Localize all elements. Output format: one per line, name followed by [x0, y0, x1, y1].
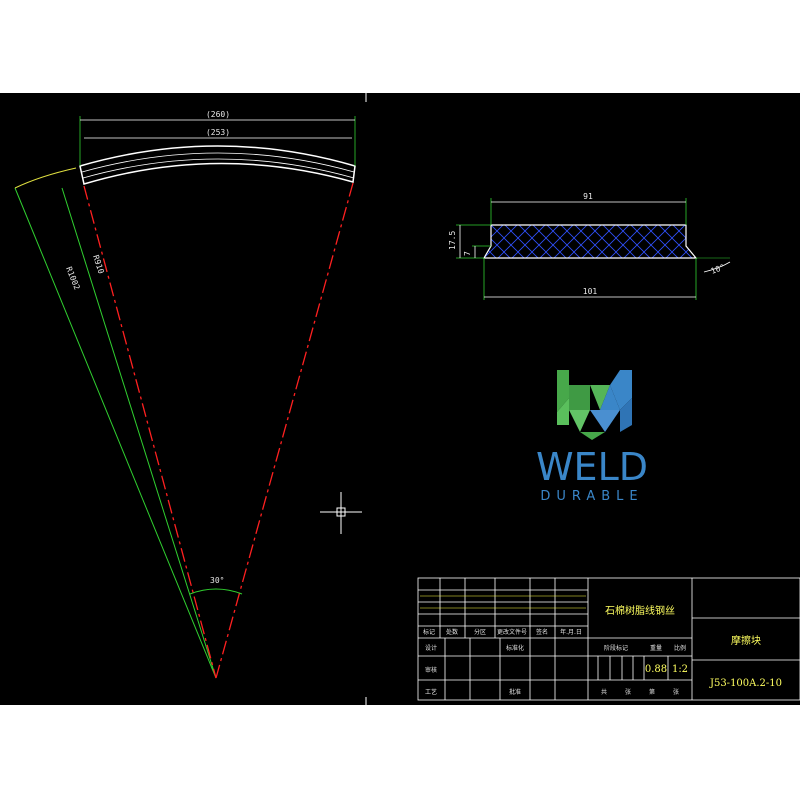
- dim-inner-label: (253): [206, 128, 230, 137]
- drawing-number-label: J53-100A.2-10: [709, 678, 782, 689]
- row-label-1: 标准化: [506, 644, 524, 652]
- row-label-2: 审核: [425, 666, 437, 674]
- row-label-4: 批准: [509, 688, 521, 696]
- sheet-background: [0, 93, 800, 705]
- mass-header: 重量: [650, 644, 662, 652]
- header-label-5: 年.月.日: [560, 628, 582, 636]
- angle-label: 30°: [210, 576, 224, 585]
- header-label-3: 更改文件号: [497, 628, 527, 636]
- dim-step-label: 7: [463, 251, 472, 256]
- dim-outer-label: (260): [206, 110, 230, 119]
- row-label-3: 工艺: [425, 688, 437, 696]
- scale-value: 1:2: [672, 664, 688, 675]
- dim-bottom-label: 101: [583, 287, 598, 296]
- header-label-1: 处数: [446, 628, 458, 636]
- scale-header: 比例: [674, 644, 686, 652]
- mass-value: 0.88: [645, 664, 667, 675]
- part-name-label: 摩擦块: [731, 634, 761, 647]
- row-label-0: 设计: [425, 644, 437, 652]
- material-label: 石棉树脂线钢丝: [605, 604, 675, 617]
- footer-0: 共: [601, 688, 607, 696]
- footer-2: 第: [649, 688, 655, 696]
- header-label-0: 标记: [423, 628, 435, 636]
- logo-word: WELD: [536, 445, 648, 489]
- sector-view: (260) (253) R1002 R910 30°: [14, 110, 356, 679]
- title-block-text: 石棉树脂线钢丝 摩擦块 J53-100A.2-10 0.88 1:2 标记 处数…: [423, 604, 782, 696]
- logo-tagline: DURABLE: [540, 489, 643, 504]
- header-label-2: 分区: [474, 628, 486, 636]
- crosshair-cursor-icon: [320, 492, 362, 534]
- header-label-4: 签名: [536, 628, 548, 636]
- footer-1: 张: [625, 688, 631, 696]
- dim-top-label: 91: [583, 192, 593, 201]
- logo-mark-icon: [557, 370, 632, 440]
- dim-height-label: 17.5: [448, 231, 457, 250]
- weld-durable-logo: WELD DURABLE: [536, 370, 648, 504]
- stage-header: 阶段标记: [604, 644, 628, 652]
- footer-3: 张: [673, 688, 679, 696]
- title-block-yellow-rules: [420, 595, 586, 609]
